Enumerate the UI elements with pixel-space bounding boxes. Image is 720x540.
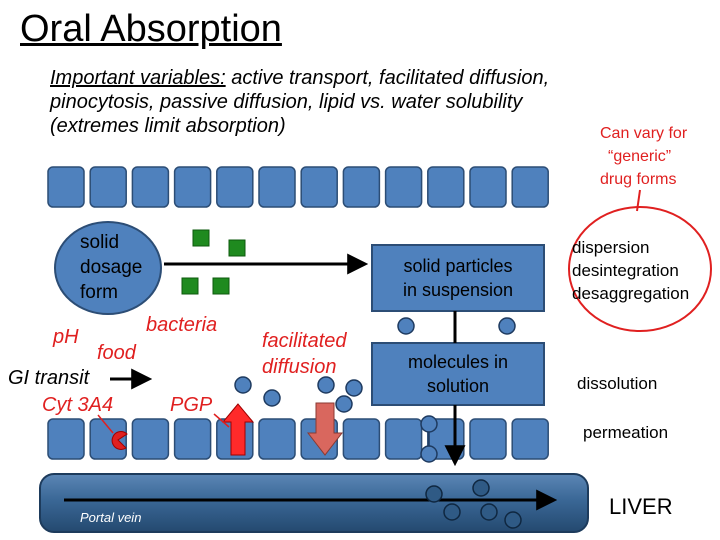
bottom-epithelial-cells — [47, 418, 549, 460]
epithelial-cell — [427, 166, 465, 208]
molecules-label: molecules in solution — [372, 350, 544, 398]
generic-note-line-3: drug forms — [600, 171, 677, 188]
epithelial-cell — [216, 166, 254, 208]
note-connector — [636, 189, 641, 212]
molecule-circle — [317, 376, 335, 394]
epithelial-cell — [300, 166, 338, 208]
epithelial-cell — [469, 166, 507, 208]
vein-molecule — [443, 503, 461, 521]
bacteria-label: bacteria — [146, 314, 218, 336]
page-title: Oral Absorption — [20, 8, 282, 50]
green-particle — [212, 277, 230, 295]
epithelial-cell — [258, 166, 296, 208]
cyt-enzyme-icon — [111, 431, 128, 450]
process-desaggregation: desaggregation — [572, 284, 690, 303]
epithelial-cell — [131, 418, 170, 460]
process-dispersion: dispersion — [572, 238, 650, 257]
process-list: dispersion desintegration desaggregation — [572, 236, 689, 305]
cyt-pointer — [97, 414, 114, 434]
pgp-label: PGP — [170, 394, 213, 416]
solid-dosage-line-1: solid — [80, 232, 120, 253]
solid-particles-line-1: solid particles — [403, 256, 513, 276]
epithelial-cell — [384, 166, 423, 208]
epithelial-cell — [511, 166, 549, 208]
solid-particles-box — [371, 244, 545, 312]
particle-circle — [498, 317, 516, 335]
vein-molecule — [504, 511, 522, 529]
molecule-circle — [345, 379, 363, 397]
epithelial-cell — [342, 418, 381, 460]
gi-transit-label: GI transit — [8, 367, 90, 389]
molecules-line-1: molecules in — [407, 352, 509, 372]
liver-label: LIVER — [609, 494, 673, 519]
solid-particles-line-2: in suspension — [402, 280, 514, 300]
particle-circle — [397, 317, 415, 335]
vein-molecule — [472, 479, 490, 497]
generic-note: Can vary for “generic” drug forms — [600, 122, 718, 191]
green-particle — [228, 239, 246, 257]
solid-dosage-line-2: dosage — [80, 257, 143, 278]
epithelial-cell — [342, 166, 381, 208]
epithelial-cell — [47, 418, 85, 460]
cyt-label: Cyt 3A4 — [42, 394, 114, 416]
epithelial-cell — [173, 166, 212, 208]
epithelial-cell — [469, 418, 507, 460]
molecule-circle — [420, 415, 438, 433]
pgp-pointer — [213, 413, 230, 428]
molecule-circle — [420, 445, 438, 463]
dissolution-label: dissolution — [577, 374, 658, 393]
important-variables: Important variables: active transport, f… — [50, 66, 610, 138]
green-particle — [181, 277, 199, 295]
ph-label: pH — [53, 326, 79, 348]
epithelial-cell — [258, 418, 296, 460]
facilitated-line-2: diffusion — [262, 356, 337, 378]
permeation-label: permeation — [583, 423, 669, 442]
epithelial-cell — [47, 166, 85, 208]
epithelial-cell — [89, 166, 127, 208]
facilitated-diffusion-arrow — [306, 402, 344, 456]
variables-text: active transport, facilitated diffusion,… — [50, 67, 550, 137]
solid-dosage-line-3: form — [80, 282, 118, 303]
facilitated-line-1: facilitated — [262, 330, 347, 352]
molecules-line-2: solution — [426, 376, 490, 396]
top-epithelial-cells — [47, 166, 549, 208]
process-desintegration: desintegration — [572, 261, 679, 280]
epithelial-cell — [384, 418, 423, 460]
solid-dosage-label: solid dosage form — [80, 230, 142, 305]
epithelial-cell — [173, 418, 212, 460]
green-particle — [192, 229, 210, 247]
molecule-circle — [263, 389, 281, 407]
solid-dosage-ellipse — [54, 221, 162, 315]
vein-molecule — [425, 485, 443, 503]
portal-vein-label: Portal vein — [80, 510, 142, 525]
generic-note-line-2: “generic” — [608, 148, 672, 165]
variables-label: Important variables: — [50, 67, 226, 89]
epithelial-cell — [89, 418, 127, 460]
generic-note-line-1: Can vary for — [600, 125, 688, 142]
molecule-circle — [335, 395, 353, 413]
solid-particles-label: solid particles in suspension — [372, 254, 544, 302]
food-label: food — [97, 342, 136, 364]
epithelial-cell — [511, 418, 549, 460]
process-ellipse — [568, 206, 712, 332]
epithelial-cell — [131, 166, 170, 208]
facilitated-diffusion-label: facilitated diffusion — [262, 328, 347, 380]
molecule-circle — [234, 376, 252, 394]
vein-molecule — [480, 503, 498, 521]
molecules-box — [371, 342, 545, 406]
